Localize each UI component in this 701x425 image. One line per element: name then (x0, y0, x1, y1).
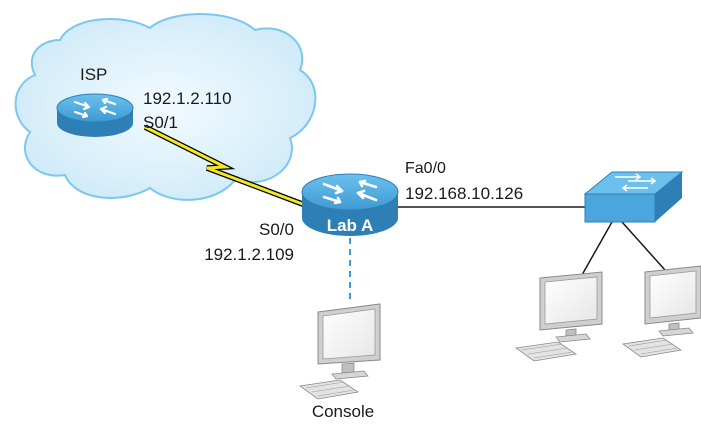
serial-link (143, 124, 306, 208)
lab-a-serial-interface-label: S0/0 (259, 220, 294, 239)
lab-a-fa-interface-label: Fa0/0 (405, 160, 446, 177)
pc-icon-2[interactable] (621, 265, 701, 358)
isp-ip-label: 192.1.2.110 (143, 89, 232, 108)
switch-icon[interactable] (583, 171, 684, 223)
console-pc-icon[interactable] (298, 303, 381, 400)
lab-a-serial-ip-label: 192.1.2.109 (204, 245, 294, 264)
switch-links (577, 221, 666, 283)
lab-a-name: Lab A (327, 216, 374, 235)
console-label: Console (312, 402, 374, 421)
lab-a-router-icon[interactable]: Lab A (301, 173, 399, 236)
isp-interface-label: S0/1 (143, 113, 178, 132)
isp-router-icon[interactable] (56, 93, 134, 137)
isp-name-label: ISP (80, 65, 107, 84)
lab-a-fa-ip-label: 192.168.10.126 (405, 184, 523, 203)
pc-icon-1[interactable] (514, 271, 603, 362)
